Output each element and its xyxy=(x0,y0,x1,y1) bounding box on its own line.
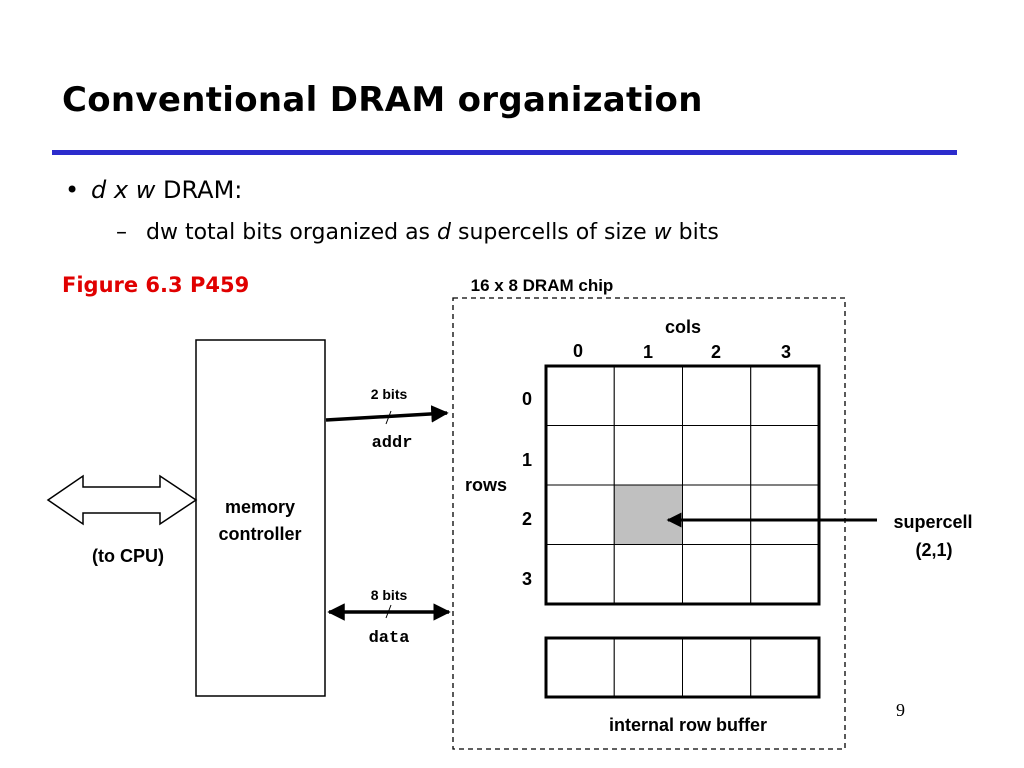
bullet-var-w: w xyxy=(135,176,156,204)
bullet-rest: DRAM: xyxy=(163,176,243,204)
supercell xyxy=(613,425,683,486)
data-width-tick xyxy=(385,604,392,619)
row-index-label: 2 xyxy=(522,509,532,529)
addr-arrow xyxy=(325,405,449,423)
supercell xyxy=(750,425,820,486)
supercell xyxy=(613,365,683,426)
row-buffer-cell xyxy=(750,637,820,698)
chip-label: 16 x 8 DRAM chip xyxy=(471,276,614,295)
supercell-grid xyxy=(544,364,821,606)
row-buffer-label: internal row buffer xyxy=(609,715,767,735)
cols-label: cols xyxy=(665,317,701,337)
cpu-label: (to CPU) xyxy=(92,546,164,566)
row-index-label: 0 xyxy=(522,389,532,409)
col-index-label: 1 xyxy=(643,342,653,362)
row-index-label: 1 xyxy=(522,450,532,470)
sub-bullet-1: –dw total bits organized as d supercells… xyxy=(116,220,719,245)
supercell-label-line-2: (2,1) xyxy=(915,540,952,560)
supercell xyxy=(545,365,615,426)
bullet-var-d: d xyxy=(91,176,107,204)
supercell xyxy=(750,365,820,426)
slide-title: Conventional DRAM organization xyxy=(62,80,703,120)
controller-label-line-1: memory xyxy=(225,497,295,517)
supercell xyxy=(750,544,820,605)
supercell-label-line-1: supercell xyxy=(893,512,972,532)
rows-label: rows xyxy=(465,475,507,495)
sub-bullet-var-w: w xyxy=(653,220,672,245)
supercell xyxy=(545,425,615,486)
data-label: data xyxy=(369,629,410,648)
row-buffer-cell xyxy=(613,637,683,698)
bullet-1: • d x w DRAM: xyxy=(65,176,242,204)
row-buffer-border xyxy=(544,636,821,699)
data-width-label: 8 bits xyxy=(371,587,408,603)
row-index-label: 3 xyxy=(522,569,532,589)
cpu-bus-double-arrow xyxy=(46,474,198,526)
title-rule xyxy=(52,150,957,155)
supercell xyxy=(682,365,752,426)
supercell xyxy=(750,484,820,545)
bullet-dot: • xyxy=(65,176,80,204)
sub-bullet-mid: supercells of size xyxy=(457,220,647,245)
supercell xyxy=(682,425,752,486)
supercell xyxy=(682,484,752,545)
sub-bullet-var-d: d xyxy=(437,220,451,245)
supercell-highlighted xyxy=(613,484,683,545)
sub-bullet-pre: dw total bits organized as xyxy=(146,220,431,245)
memory-controller-box xyxy=(195,339,326,697)
supercell xyxy=(545,484,615,545)
row-buffer-cell xyxy=(682,637,752,698)
figure-reference: Figure 6.3 P459 xyxy=(62,273,250,297)
supercell xyxy=(682,544,752,605)
page-number: 9 xyxy=(896,700,905,720)
dram-chip-outline xyxy=(452,297,846,750)
grid-border xyxy=(544,364,821,606)
col-index-label: 0 xyxy=(573,341,583,361)
supercell xyxy=(613,544,683,605)
col-index-label: 3 xyxy=(781,342,791,362)
addr-label: addr xyxy=(372,434,413,453)
controller-label-line-2: controller xyxy=(218,524,301,544)
row-buffer-cell xyxy=(545,637,615,698)
addr-width-label: 2 bits xyxy=(371,386,408,402)
sub-bullet-dash: – xyxy=(116,220,127,245)
sub-bullet-post: bits xyxy=(678,220,719,245)
internal-row-buffer xyxy=(544,636,821,699)
col-index-label: 2 xyxy=(711,342,721,362)
supercell xyxy=(545,544,615,605)
bullet-x: x xyxy=(113,176,129,204)
addr-width-tick xyxy=(385,410,392,425)
